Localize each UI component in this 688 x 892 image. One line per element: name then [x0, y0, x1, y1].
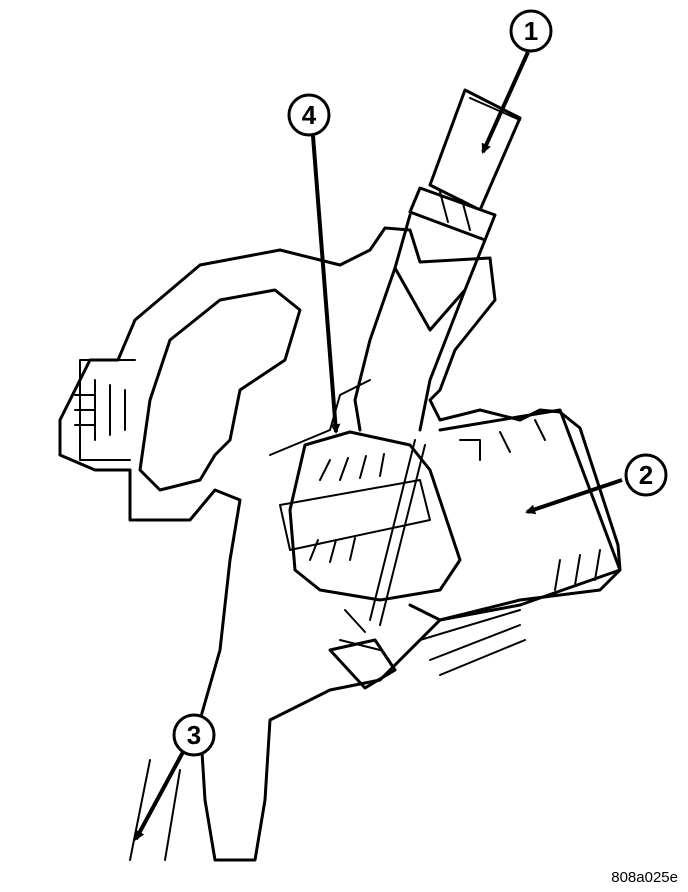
callout-2-label: 2	[639, 460, 653, 490]
callout-3-label: 3	[187, 720, 201, 750]
reference-code: 808a025e	[611, 869, 678, 886]
leader-arrows	[134, 51, 623, 841]
callout-1-label: 1	[524, 16, 538, 46]
coolant-passage	[138, 288, 371, 492]
arrow-3	[134, 751, 185, 841]
callout-3: 3	[172, 713, 216, 757]
callout-2: 2	[624, 453, 668, 497]
outlet-neck	[408, 408, 622, 676]
housing-body	[58, 226, 622, 862]
arrow-2	[525, 478, 623, 515]
thermostat-assembly	[279, 430, 462, 690]
callout-1: 1	[509, 9, 553, 53]
callout-4-label: 4	[302, 100, 317, 130]
arrow-1	[481, 51, 530, 154]
callout-4: 4	[287, 93, 331, 137]
arrow-4	[311, 135, 341, 434]
